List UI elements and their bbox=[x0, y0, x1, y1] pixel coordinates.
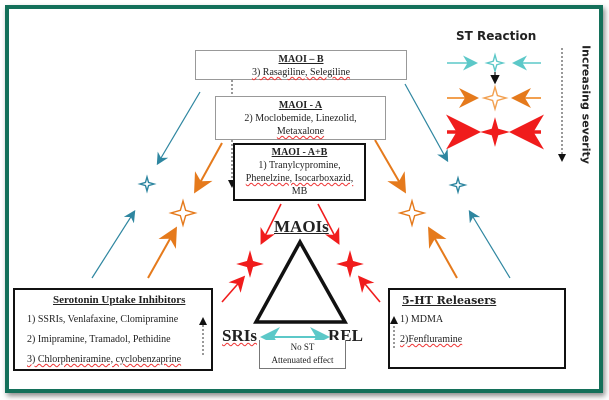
severity-label: Increasing severity bbox=[579, 45, 593, 164]
mild-arrow bbox=[468, 209, 511, 279]
severe-arrow bbox=[221, 275, 246, 303]
no-st-line1: No ST bbox=[290, 342, 315, 352]
maoi-ab-drugs-line2: Phenelzine, Isocarboxazid, bbox=[245, 173, 354, 184]
no-st-line2: Attenuated effect bbox=[271, 355, 334, 365]
severe-star-icon bbox=[336, 250, 364, 278]
maoi-a-drugs-line1: 2) Moclobemide, Linezolid, bbox=[244, 113, 357, 124]
releasers-title: 5-HT Releasers bbox=[402, 294, 497, 307]
maois-label: MAOIs bbox=[274, 217, 329, 236]
releasers-item: 1) MDMA bbox=[400, 314, 444, 325]
legend-severe-star-icon bbox=[480, 117, 510, 147]
severe-arrow bbox=[357, 275, 381, 303]
5ht-releasers-box: 5-HT Releasers 1) MDMA 2)Fenfluramine bbox=[388, 288, 566, 369]
maoi-a-box: MAOI - A 2) Moclobemide, Linezolid, Meta… bbox=[215, 96, 386, 140]
mild-arrow bbox=[156, 91, 201, 166]
mild-arrow bbox=[404, 83, 449, 163]
maoi-b-box: MAOI – B 3) Rasagiline, Selegiline bbox=[195, 50, 407, 80]
moderate-star-icon bbox=[397, 198, 427, 228]
legend-mild-star-icon bbox=[484, 52, 506, 74]
severe-star-icon bbox=[236, 250, 264, 278]
sui-title: Serotonin Uptake Inhibitors bbox=[53, 294, 186, 306]
frame-border bbox=[5, 5, 603, 393]
releasers-item: 2)Fenfluramine bbox=[400, 334, 463, 345]
maoi-a-title: MAOI - A bbox=[278, 100, 323, 111]
moderate-arrow bbox=[194, 142, 223, 194]
mild-star-icon bbox=[448, 175, 468, 195]
maoi-b-title: MAOI – B bbox=[278, 54, 324, 65]
moderate-arrow bbox=[428, 226, 458, 279]
sui-item: 3) Chlorpheniramine, cyclobenzaprine bbox=[27, 354, 182, 365]
maoi-b-drugs: 3) Rasagiline, Selegiline bbox=[251, 67, 351, 78]
sui-dashed-arrow bbox=[199, 317, 207, 355]
moderate-arrow bbox=[147, 226, 177, 279]
sui-item: 1) SSRIs, Venlafaxine, Clomipramine bbox=[27, 314, 179, 325]
moderate-star-icon bbox=[168, 198, 198, 228]
serotonin-uptake-inhibitors-box: Serotonin Uptake Inhibitors 1) SSRIs, Ve… bbox=[13, 288, 213, 371]
maoi-ab-title: MAOI - A+B bbox=[271, 147, 328, 158]
mild-star-icon bbox=[137, 174, 157, 194]
maoi-ab-box: MAOI - A+B 1) Tranylcypromine, Phenelzin… bbox=[233, 143, 366, 201]
maoi-ab-drugs-line3: MB bbox=[291, 186, 308, 197]
severe-arrow bbox=[317, 203, 340, 245]
mild-arrow bbox=[91, 209, 136, 279]
legend-moderate-star-icon bbox=[481, 84, 509, 112]
sui-item: 2) Imipramine, Tramadol, Pethidine bbox=[27, 334, 171, 345]
no-st-box: No ST Attenuated effect bbox=[259, 340, 346, 369]
severe-arrow bbox=[260, 203, 282, 245]
releasers-dashed-arrow bbox=[390, 316, 398, 348]
legend-title: ST Reaction bbox=[456, 29, 537, 43]
moderate-arrow bbox=[374, 139, 407, 194]
sris-label: SRIs bbox=[222, 326, 257, 345]
maoi-a-drugs-line2: Metaxalone bbox=[276, 126, 325, 137]
maoi-ab-drugs-line1: 1) Tranylcypromine, bbox=[258, 160, 341, 171]
triangle bbox=[253, 238, 348, 324]
